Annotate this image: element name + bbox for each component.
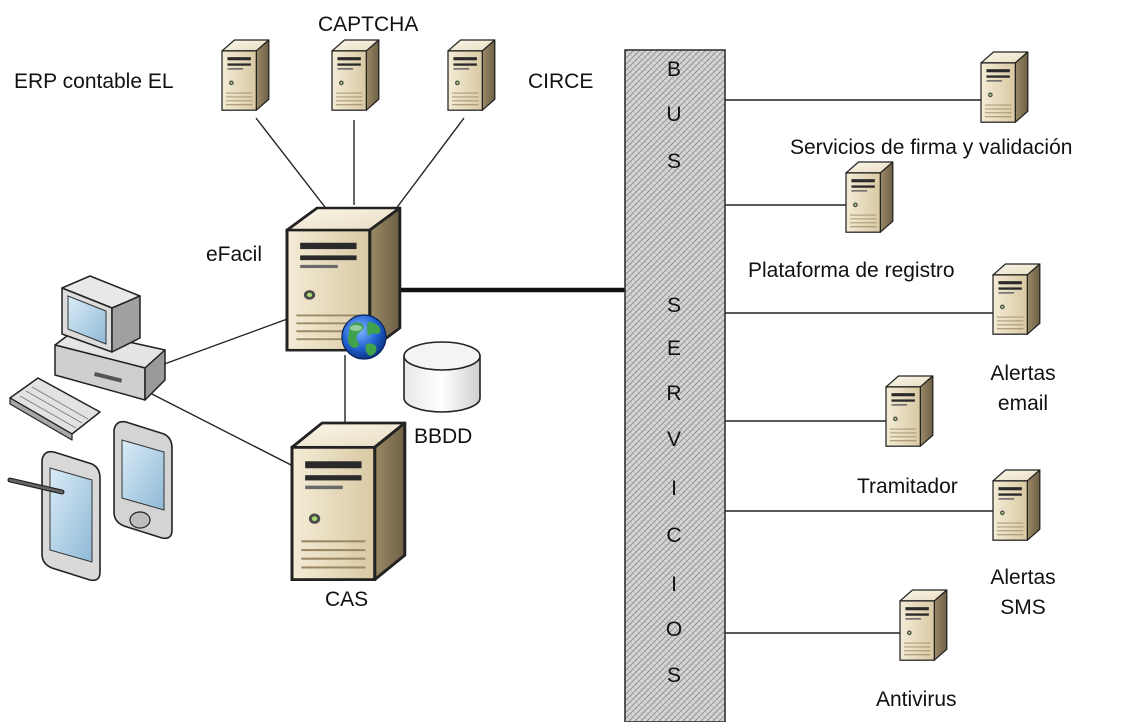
captcha-label: CAPTCHA <box>318 13 419 36</box>
alertas-sms-line1: Alertas <box>990 566 1056 589</box>
alertas-email-line2: email <box>997 392 1049 415</box>
bus-letter: R <box>666 382 682 405</box>
efacil-label: eFacil <box>206 243 263 266</box>
globe-icon <box>341 314 387 360</box>
cas-server-icon <box>290 421 407 582</box>
firma-label: Servicios de firma y validación <box>790 136 1073 159</box>
bus-letter: O <box>665 618 683 641</box>
bus-letter: E <box>666 337 681 360</box>
alertas-email-line1: Alertas <box>990 362 1056 385</box>
pda-icon <box>113 420 173 540</box>
registro-label: Plataforma de registro <box>748 259 955 282</box>
circe-server-icon <box>447 39 496 111</box>
bus-letter: C <box>666 524 682 547</box>
alertas-email-server-icon <box>992 263 1041 335</box>
connections <box>147 99 995 634</box>
circe-label: CIRCE <box>528 70 594 93</box>
desktop-computer-icon <box>9 275 166 441</box>
bus-letter: S <box>666 294 681 317</box>
alertas-sms-server-icon <box>992 469 1041 541</box>
antivirus-label: Antivirus <box>876 688 957 711</box>
bus-letter: U <box>666 103 682 126</box>
alertas-sms-label: Alertas SMS <box>968 566 1078 620</box>
tramitador-server-icon <box>885 375 934 447</box>
antivirus-server-icon <box>899 589 948 661</box>
tablet-icon <box>7 450 101 582</box>
bus-letter: V <box>666 428 681 451</box>
service-bus <box>624 49 726 722</box>
link-desktop-efacil <box>147 317 291 371</box>
database-icon <box>403 341 481 413</box>
alertas-sms-line2: SMS <box>1000 596 1046 619</box>
bus-letter: I <box>671 477 677 500</box>
bus-letter: S <box>666 664 681 687</box>
link-circe-efacil <box>385 117 465 223</box>
link-desktop-cas <box>147 391 294 467</box>
tramitador-label: Tramitador <box>857 475 958 498</box>
captcha-server-icon <box>331 39 380 111</box>
bbdd-label: BBDD <box>414 425 473 448</box>
erp-server-icon <box>221 39 270 111</box>
bus-letter: B <box>666 58 681 81</box>
link-erp-efacil <box>255 117 336 221</box>
bus-letter: I <box>671 573 677 596</box>
cas-label: CAS <box>325 588 369 611</box>
registro-server-icon <box>845 161 894 233</box>
erp-label: ERP contable EL <box>14 70 174 93</box>
alertas-email-label: Alertas email <box>968 362 1078 416</box>
firma-server-icon <box>980 51 1029 123</box>
bus-letter: S <box>666 150 681 173</box>
